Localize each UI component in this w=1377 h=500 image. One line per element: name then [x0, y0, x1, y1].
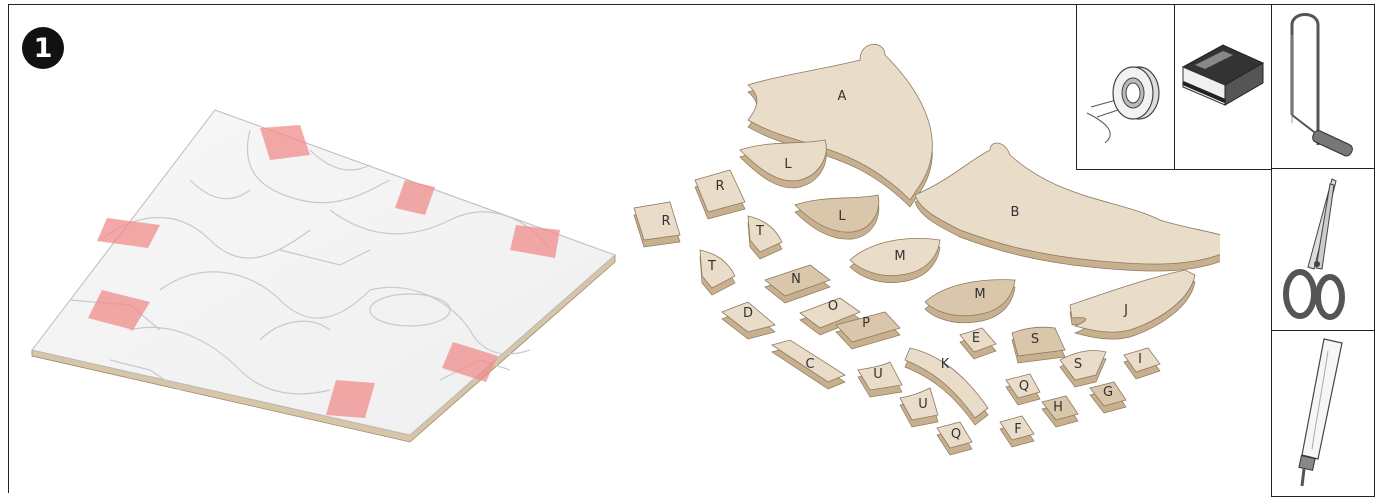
tool-glue-box: [1271, 330, 1375, 497]
part-u2-label: U: [918, 397, 928, 412]
part-s2: S: [1060, 350, 1106, 387]
part-s1: S: [1012, 327, 1065, 363]
template-board: [10, 90, 630, 450]
part-d-label: D: [743, 306, 753, 321]
part-u2: U: [900, 388, 938, 427]
part-m2-label: M: [974, 287, 985, 302]
part-c-label: C: [805, 357, 814, 372]
part-i: I: [1124, 348, 1160, 379]
part-q1: Q: [1006, 374, 1040, 405]
tape-icon: [1077, 5, 1175, 169]
scissors-icon: [1272, 169, 1374, 331]
part-t1-label: T: [755, 224, 764, 239]
part-h-label: H: [1053, 400, 1063, 415]
step-number-badge: 1: [22, 27, 64, 69]
part-k-label: K: [941, 357, 950, 372]
part-r1: R: [695, 170, 745, 219]
part-m1-label: M: [894, 249, 905, 264]
part-d: D: [722, 302, 775, 339]
part-r2: R: [634, 202, 680, 247]
sanding-block-icon: [1175, 5, 1272, 169]
part-l2-label: L: [838, 209, 846, 224]
part-i-label: I: [1138, 352, 1142, 367]
part-u1-label: U: [873, 367, 883, 382]
part-n: N: [765, 265, 830, 303]
glue-tube-icon: [1272, 331, 1374, 496]
part-g: G: [1090, 382, 1126, 413]
part-m1: M: [850, 238, 940, 282]
part-g-label: G: [1103, 385, 1113, 400]
board-top: [32, 110, 615, 435]
part-s1-label: S: [1031, 332, 1039, 347]
part-j: J: [1070, 270, 1195, 339]
part-t1: T: [748, 216, 782, 259]
part-f-label: F: [1014, 422, 1021, 437]
part-l1-label: L: [784, 157, 792, 172]
part-e-label: E: [972, 331, 980, 346]
part-j-label: J: [1123, 303, 1128, 318]
part-s2-label: S: [1074, 357, 1082, 372]
part-q1-label: Q: [1019, 379, 1029, 394]
part-t2: T: [700, 250, 735, 295]
part-c: C: [772, 340, 845, 389]
part-m2: M: [925, 280, 1015, 323]
tool-scissors-box: [1271, 168, 1375, 332]
part-b-label: B: [1011, 205, 1020, 220]
tool-coping-saw-box: [1271, 4, 1375, 170]
tool-tape-box: [1076, 4, 1176, 170]
part-q2: Q: [937, 422, 972, 455]
part-q2-label: Q: [951, 427, 961, 442]
part-e: E: [960, 328, 996, 359]
part-u1: U: [858, 362, 902, 397]
part-r2-label: R: [661, 214, 670, 229]
part-t2-label: T: [707, 259, 716, 274]
tool-sanding-block-box: [1174, 4, 1273, 170]
part-o-label: O: [828, 299, 838, 314]
coping-saw-icon: [1272, 5, 1374, 169]
part-a-label: A: [838, 89, 847, 104]
part-h: H: [1042, 396, 1078, 427]
part-n-label: N: [791, 272, 801, 287]
part-f: F: [1000, 416, 1034, 447]
part-l1: L: [740, 140, 826, 188]
part-l2: L: [795, 195, 879, 239]
part-p-label: P: [862, 316, 870, 331]
part-r1-label: R: [715, 179, 724, 194]
